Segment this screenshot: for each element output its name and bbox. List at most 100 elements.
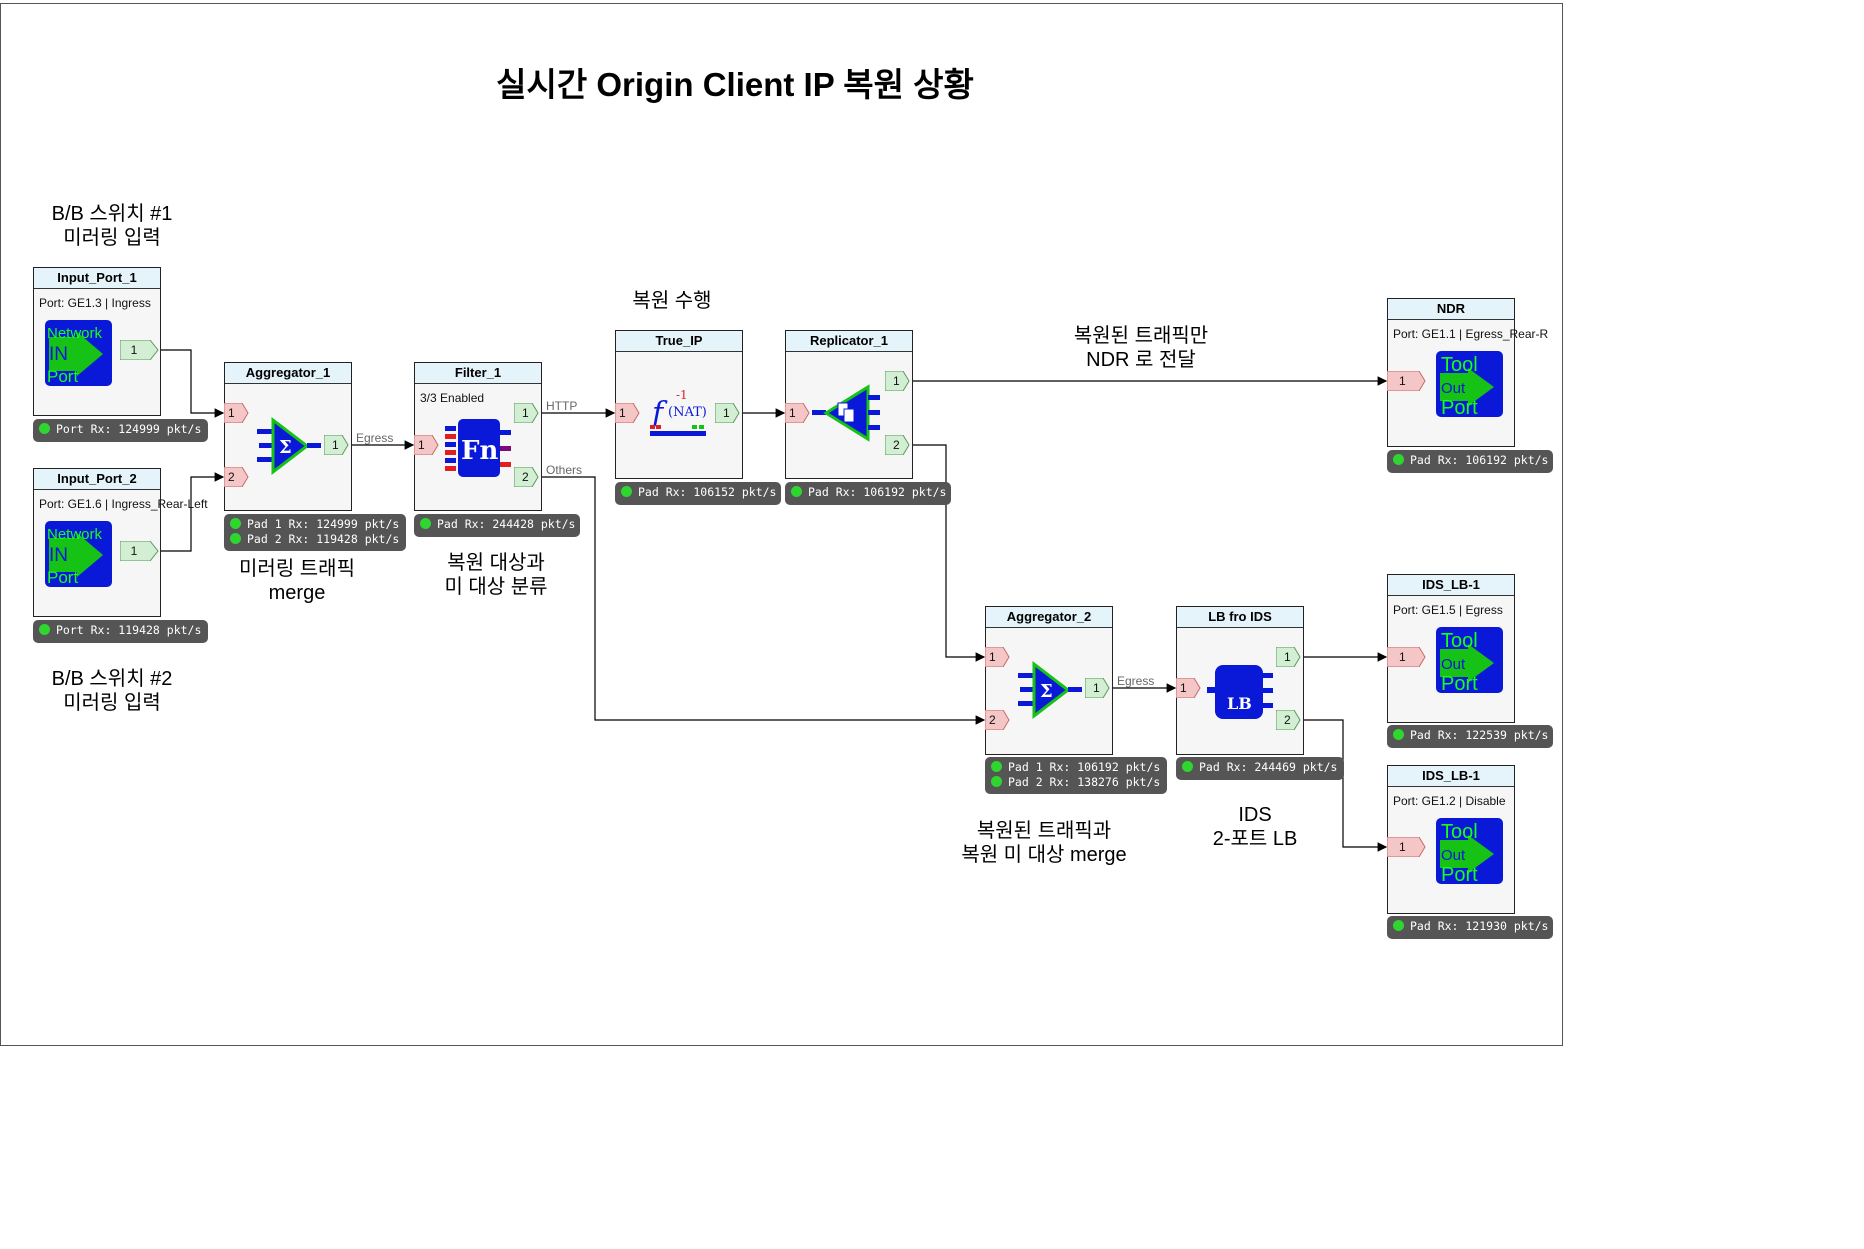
input-pin-1[interactable]: 1 xyxy=(224,403,258,423)
output-pin-1[interactable]: 1 xyxy=(1276,647,1310,667)
status-bar: Pad Rx: 106192 pkt/s xyxy=(785,482,951,505)
wire-lb-to-ids-lb-1-b xyxy=(1300,719,1388,852)
status-ok-icon xyxy=(39,624,50,635)
node-subtitle: Port: GE1.6 | Ingress_Rear-Left xyxy=(39,497,208,511)
node-subtitle: Port: GE1.1 | Egress_Rear-R xyxy=(1393,327,1549,341)
input-pin-1[interactable]: 1 xyxy=(1387,647,1426,667)
node-title: True_IP xyxy=(616,331,742,352)
status-bar: Pad Rx: 121930 pkt/s xyxy=(1387,916,1553,939)
egress-label: Egress xyxy=(356,431,394,445)
input-pin-1[interactable]: 1 xyxy=(985,647,1019,667)
node-title: IDS_LB-1 xyxy=(1388,575,1514,596)
wire-replicator1-to-agg2 xyxy=(909,444,986,662)
node-input-port-2[interactable]: Input_Port_2 Port: GE1.6 | Ingress_Rear-… xyxy=(33,468,208,617)
node-title: LB fro IDS xyxy=(1177,607,1303,628)
status-bar: Port Rx: 119428 pkt/s xyxy=(33,620,208,643)
status-bar: Pad 1 Rx: 124999 pkt/s Pad 2 Rx: 119428 … xyxy=(224,514,406,551)
status-bar: Pad Rx: 244469 pkt/s xyxy=(1176,757,1344,780)
svg-text:Port: Port xyxy=(1441,397,1478,417)
status-ok-icon xyxy=(1393,454,1404,465)
node-title: NDR xyxy=(1388,299,1514,320)
network-in-port-icon: Network IN Port xyxy=(45,320,112,391)
status-ok-icon xyxy=(1393,729,1404,740)
svg-text:IN: IN xyxy=(49,344,68,365)
svg-text:Σ: Σ xyxy=(279,437,292,458)
node-ids-lb-1-disable[interactable]: IDS_LB-1 Port: GE1.2 | Disable Tool Out … xyxy=(1387,765,1515,914)
wire-input2-to-agg1 xyxy=(158,472,225,552)
input-pin-1[interactable]: 1 xyxy=(785,403,819,423)
status-ok-icon xyxy=(621,486,632,497)
output-pin[interactable]: 1 xyxy=(1085,678,1119,698)
node-lb-fro-ids[interactable]: LB fro IDS LB xyxy=(1176,606,1304,755)
svg-text:Port: Port xyxy=(1441,864,1478,884)
status-bar: Pad Rx: 106152 pkt/s xyxy=(615,482,781,505)
tool-out-port-icon: Tool Out Port xyxy=(1436,627,1503,698)
input-pin-2[interactable]: 2 xyxy=(224,467,258,487)
svg-text:Σ: Σ xyxy=(1040,681,1053,702)
svg-text:IN: IN xyxy=(49,545,68,566)
node-aggregator-1[interactable]: Aggregator_1 Σ xyxy=(224,362,352,511)
svg-text:Tool: Tool xyxy=(1441,354,1478,376)
wire-filter1-others-to-agg2 xyxy=(538,476,986,725)
node-title: Aggregator_1 xyxy=(225,363,351,384)
annotation-restore: 복원 수행 xyxy=(632,290,712,312)
output-pin[interactable]: 1 xyxy=(324,435,358,455)
output-pin-2[interactable]: 2 xyxy=(885,435,919,455)
svg-text:Network: Network xyxy=(47,325,103,342)
egress-label: Egress xyxy=(1117,674,1155,688)
svg-text:Out: Out xyxy=(1441,656,1466,673)
status-bar: Port Rx: 124999 pkt/s xyxy=(33,419,208,442)
output-pin[interactable]: 1 xyxy=(715,403,749,423)
node-ndr[interactable]: NDR Port: GE1.1 | Egress_Rear-R Tool Out… xyxy=(1387,298,1548,447)
status-bar: Pad Rx: 122539 pkt/s xyxy=(1387,725,1553,748)
svg-text:Network: Network xyxy=(47,526,103,543)
svg-text:Out: Out xyxy=(1441,847,1466,864)
output-pin-1[interactable]: 1 xyxy=(885,371,919,391)
output-pin-2[interactable]: 2 xyxy=(514,467,548,487)
status-ok-icon xyxy=(1393,920,1404,931)
status-ok-icon xyxy=(230,533,241,544)
wire-input1-to-agg1 xyxy=(158,349,225,418)
svg-text:Port: Port xyxy=(1441,673,1478,693)
http-label: HTTP xyxy=(546,399,578,413)
input-pin-1[interactable]: 1 xyxy=(615,403,649,423)
status-bar: Pad Rx: 244428 pkt/s xyxy=(414,514,580,537)
page-title: 실시간 Origin Client IP 복원 상황 xyxy=(496,66,974,103)
node-subtitle: Port: GE1.2 | Disable xyxy=(1393,794,1506,808)
output-pin[interactable]: 1 xyxy=(120,340,159,360)
status-bar: Pad Rx: 106192 pkt/s xyxy=(1387,450,1553,473)
input-pin-1[interactable]: 1 xyxy=(414,435,448,455)
input-pin-1[interactable]: 1 xyxy=(1387,371,1426,391)
status-ok-icon xyxy=(791,486,802,497)
node-title: Filter_1 xyxy=(415,363,541,384)
output-pin[interactable]: 1 xyxy=(120,541,159,561)
status-ok-icon xyxy=(39,423,50,434)
svg-text:(NAT): (NAT) xyxy=(668,405,707,420)
status-ok-icon xyxy=(991,776,1002,787)
node-title: Input_Port_1 xyxy=(34,268,160,289)
node-title: Input_Port_2 xyxy=(34,469,160,490)
node-subtitle: Port: GE1.3 | Ingress xyxy=(39,296,151,310)
status-bar: Pad 1 Rx: 106192 pkt/s Pad 2 Rx: 138276 … xyxy=(985,757,1167,794)
replicator-icon xyxy=(812,381,884,450)
nat-function-icon: f -1 (NAT) xyxy=(646,383,714,448)
input-pin-1[interactable]: 1 xyxy=(1176,678,1210,698)
status-ok-icon xyxy=(420,518,431,529)
svg-text:Port: Port xyxy=(47,367,78,386)
load-balancer-icon: LB xyxy=(1207,659,1275,728)
svg-text:Tool: Tool xyxy=(1441,630,1478,652)
output-pin-2[interactable]: 2 xyxy=(1276,710,1310,730)
input-pin-1[interactable]: 1 xyxy=(1387,837,1426,857)
svg-text:Tool: Tool xyxy=(1441,821,1478,843)
svg-text:Fn: Fn xyxy=(461,436,498,466)
output-pin-1[interactable]: 1 xyxy=(514,403,548,423)
network-in-port-icon: Network IN Port xyxy=(45,521,112,592)
input-pin-2[interactable]: 2 xyxy=(985,710,1019,730)
